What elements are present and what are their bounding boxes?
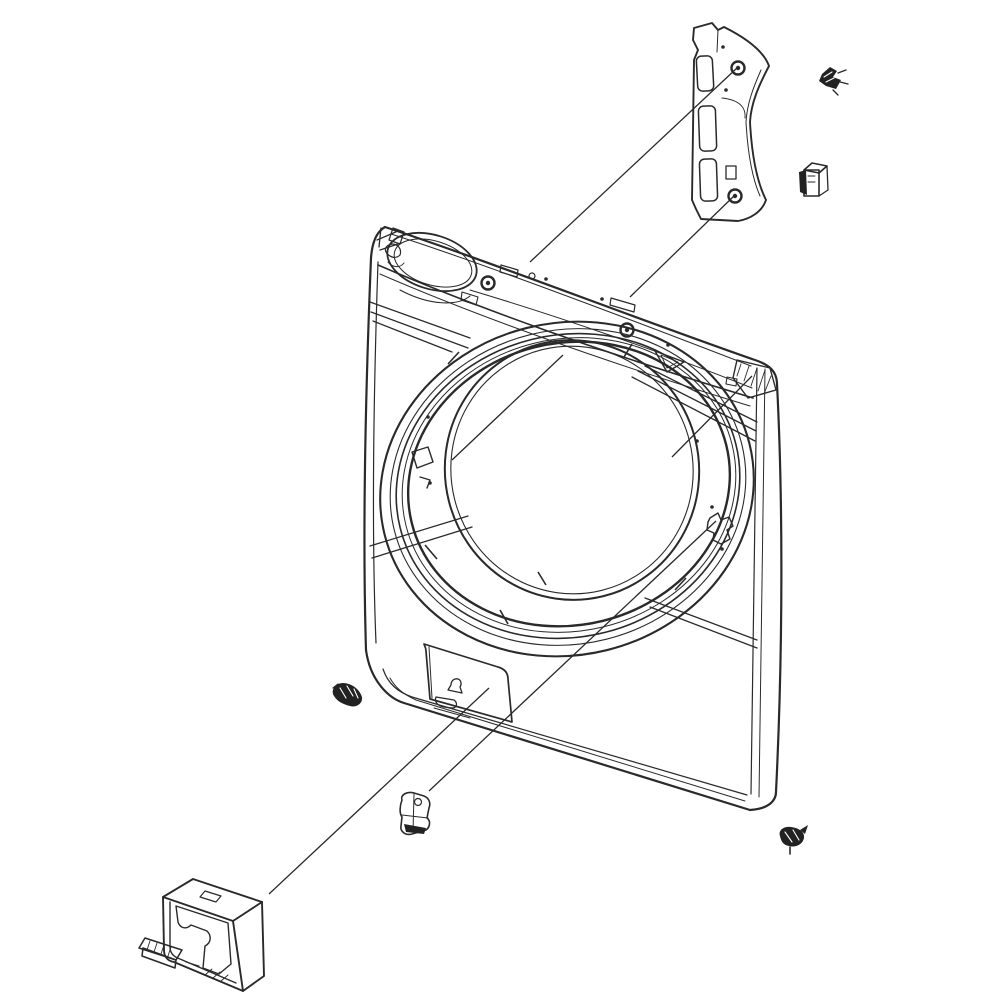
access-recess (423, 643, 513, 723)
panel-dot (544, 277, 548, 281)
screw-left (332, 683, 363, 707)
fastener-bosses (480, 60, 746, 338)
leader-line (428, 520, 717, 792)
ring-tick (674, 577, 687, 591)
ring-tick (537, 571, 547, 586)
screw-boss-center (732, 193, 738, 199)
screw-boss (480, 275, 496, 291)
door-opening-ring (379, 320, 755, 658)
panel-dot (428, 481, 432, 485)
leader-line (629, 194, 736, 298)
panel-dot (600, 297, 604, 301)
ring-tick (499, 609, 509, 625)
leader-lines (268, 67, 753, 895)
panel-dot (710, 505, 714, 509)
leader-line (451, 354, 564, 461)
retainer-clip-right (799, 162, 829, 197)
drawer-housing-box (138, 878, 265, 992)
ring-tick (623, 343, 633, 358)
dispenser-oval-opening (386, 231, 479, 306)
front-panel (363, 225, 783, 812)
mounting-bracket (691, 22, 770, 222)
leader-line (671, 375, 753, 458)
ring-tick (447, 351, 460, 365)
panel-dot (720, 547, 724, 551)
small-screw-top-right (819, 67, 849, 96)
screw-boss-center (735, 65, 741, 71)
screw-boss-center (485, 280, 491, 286)
panel-dot (426, 415, 430, 419)
screw-boss (727, 188, 743, 204)
ring-ticks (424, 343, 687, 625)
panel-dot (724, 88, 728, 92)
screw-boss-center (624, 327, 630, 333)
screw-bottom-right (779, 825, 808, 855)
retainer-clip-bottom (399, 791, 431, 836)
panel-dot (666, 343, 670, 347)
panel-dots (426, 45, 728, 551)
panel-dot (721, 45, 725, 49)
leader-line (268, 687, 490, 895)
ring-tick (424, 544, 438, 560)
screw-boss (730, 60, 746, 76)
screw-boss (619, 322, 635, 338)
leader-line (529, 67, 738, 263)
panel-dot (695, 439, 699, 443)
